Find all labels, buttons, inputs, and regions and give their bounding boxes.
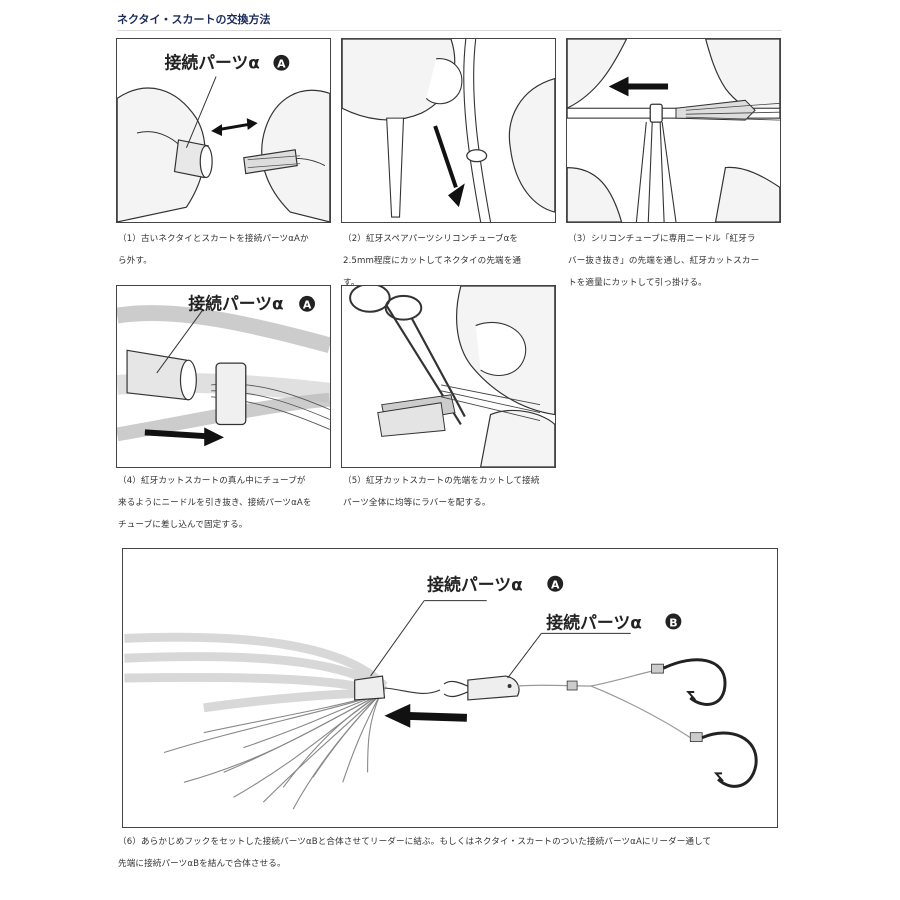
step-2-caption-line-1: （2）紅牙スペアパーツシリコンチューブαを bbox=[343, 234, 519, 244]
step-6-connector-a-label: 接続パーツα bbox=[427, 575, 523, 595]
step-1-caption-line-1: （1）古いネクタイとスカートを接続パーツαAか bbox=[118, 234, 309, 244]
step-5-illustration bbox=[341, 285, 556, 468]
step-3-caption-line-2: バー抜き抜き」の先端を通し、紅牙カットスカー bbox=[568, 256, 760, 266]
step-4-caption-line-3: チューブに差し込んで固定する。 bbox=[118, 520, 248, 530]
step-3-illustration bbox=[566, 38, 781, 223]
step-4-caption-line-2: 来るようにニードルを引き抜き、接続パーツαAを bbox=[118, 498, 312, 508]
step-4-badge-circle bbox=[299, 295, 315, 312]
step-6-drawing: 接続パーツα A 接続パーツα B bbox=[124, 575, 758, 810]
badge-a-circle bbox=[273, 54, 290, 71]
step-3-caption: （3）シリコンチューブに専用ニードル「紅牙ラ バー抜き抜き」の先端を通し、紅牙カ… bbox=[568, 228, 783, 294]
step-3-caption-line-3: トを適量にカットして引っ掛ける。 bbox=[568, 278, 707, 288]
page-title: ネクタイ・スカートの交換方法 bbox=[117, 13, 271, 26]
step-4-caption: （4）紅牙カットスカートの真ん中にチューブが 来るようにニードルを引き抜き、接続… bbox=[118, 470, 338, 536]
step-6-badge-a: A bbox=[551, 579, 560, 592]
step-2-illustration bbox=[341, 38, 556, 223]
step-1-caption-line-2: ら外す。 bbox=[118, 256, 152, 266]
title-divider bbox=[117, 30, 782, 31]
connector-b-label: 接続パーツα bbox=[546, 612, 642, 632]
step-6-badge-a-circle bbox=[547, 575, 564, 592]
step-6-illustration: 接続パーツα A 接続パーツα B bbox=[122, 548, 778, 828]
connector-a-label: 接続パーツα bbox=[165, 53, 260, 73]
badge-b-circle bbox=[665, 613, 682, 630]
step-6-caption-line-1: （6）あらかじめフックをセットした接続パーツαBと合体させてリーダーに結ぶ。もし… bbox=[118, 837, 712, 847]
step-4-drawing: 接続パーツα A bbox=[117, 294, 330, 447]
step-5-caption-line-2: パーツ全体に均等にラバーを配する。 bbox=[343, 498, 491, 508]
step-4-connector-label: 接続パーツα bbox=[188, 294, 283, 314]
step-1-caption: （1）古いネクタイとスカートを接続パーツαAか ら外す。 bbox=[118, 228, 333, 272]
step-2-caption-line-3: す。 bbox=[343, 278, 360, 288]
step-1-illustration: 接続パーツα A bbox=[116, 38, 331, 223]
step-5-drawing bbox=[349, 286, 555, 467]
step-1-drawing: 接続パーツα A bbox=[117, 53, 330, 222]
badge-b: B bbox=[669, 616, 677, 629]
step-4-caption-line-1: （4）紅牙カットスカートの真ん中にチューブが bbox=[118, 476, 306, 486]
step-4-badge: A bbox=[303, 299, 312, 312]
step-4-illustration: 接続パーツα A bbox=[116, 285, 331, 468]
step-3-drawing bbox=[567, 39, 780, 222]
step-6-caption-line-2: 先端に接続パーツαBを結んで合体させる。 bbox=[118, 859, 286, 869]
step-2-drawing bbox=[342, 39, 555, 222]
step-6-caption: （6）あらかじめフックをセットした接続パーツαBと合体させてリーダーに結ぶ。もし… bbox=[118, 831, 788, 875]
step-2-caption: （2）紅牙スペアパーツシリコンチューブαを 2.5mm程度にカットしてネクタイの… bbox=[343, 228, 563, 294]
badge-a: A bbox=[277, 58, 286, 71]
step-2-caption-line-2: 2.5mm程度にカットしてネクタイの先端を通 bbox=[343, 256, 522, 266]
step-5-caption: （5）紅牙カットスカートの先端をカットして接続 パーツ全体に均等にラバーを配する… bbox=[343, 470, 563, 514]
step-3-caption-line-1: （3）シリコンチューブに専用ニードル「紅牙ラ bbox=[568, 234, 756, 244]
step-5-caption-line-1: （5）紅牙カットスカートの先端をカットして接続 bbox=[343, 476, 540, 486]
